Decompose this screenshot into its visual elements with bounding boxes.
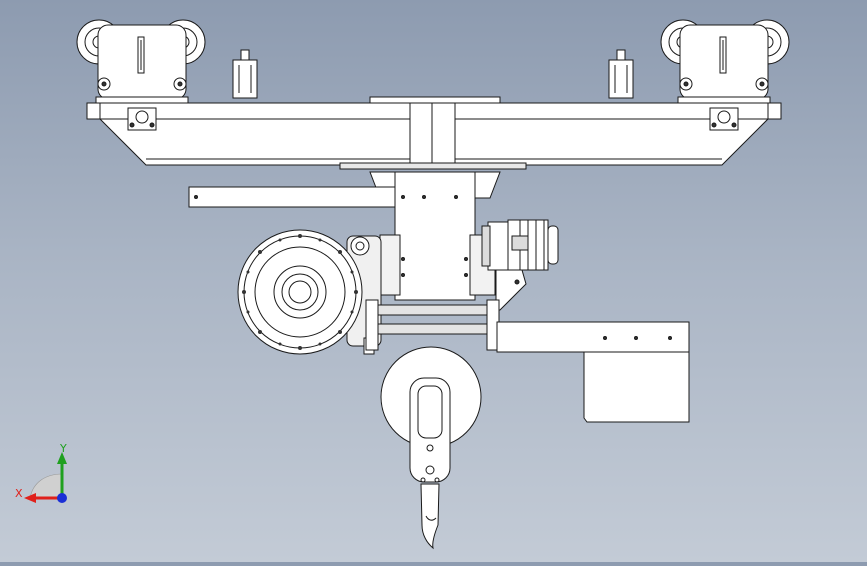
control-panel-bracket[interactable]	[496, 321, 690, 423]
x-axis-label: X	[15, 487, 23, 500]
top-fitting-left	[232, 49, 258, 99]
wheel-trolley-right[interactable]	[660, 19, 790, 104]
top-fitting-right	[608, 49, 634, 99]
beam-end-bracket-right	[709, 107, 739, 131]
main-beam[interactable]	[86, 96, 782, 170]
y-axis-label: Y	[59, 442, 67, 455]
coordinate-triad: Y X	[15, 442, 67, 503]
rope-drum[interactable]	[237, 229, 382, 355]
hook[interactable]	[420, 483, 440, 550]
hoist-motor[interactable]	[481, 219, 559, 311]
y-axis-arrow	[57, 452, 67, 464]
wheel-trolley-left[interactable]	[76, 19, 206, 104]
x-axis-arrow	[24, 493, 36, 503]
hook-block[interactable]	[380, 346, 482, 483]
z-axis-dot	[57, 493, 67, 503]
tie-rods	[365, 299, 500, 351]
side-arm-bar	[188, 186, 398, 208]
beam-end-bracket-left	[127, 107, 157, 131]
